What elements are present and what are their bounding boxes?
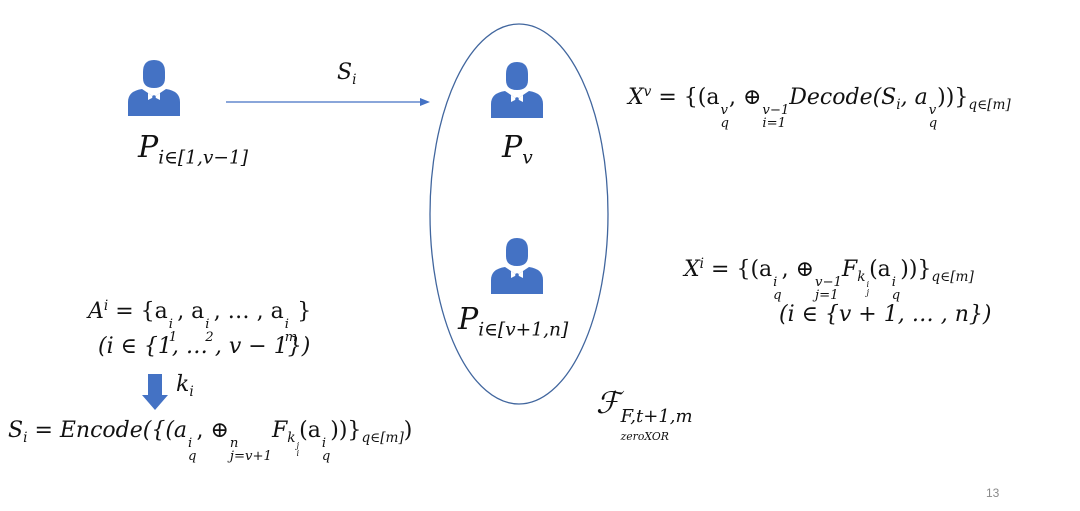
party-label-high: Pi∈[v+1,n] [458, 302, 569, 341]
right-arrow-icon [226, 98, 430, 106]
ai-range: (i ∈ {1, … , v − 1}) [98, 334, 311, 359]
arrow-label: Si [337, 60, 357, 88]
user-icon [491, 62, 543, 118]
party-label-v: Pv [502, 130, 533, 169]
xi-range: (i ∈ {v + 1, … , n}) [779, 302, 992, 327]
group-ellipse [429, 23, 609, 405]
user-icon [491, 238, 543, 294]
page-number: 13 [986, 486, 1000, 500]
down-arrow-icon [142, 374, 168, 410]
party-label-low: Pi∈[1,v−1] [138, 130, 249, 169]
key-label: ki [176, 372, 194, 400]
user-icon [128, 60, 180, 116]
